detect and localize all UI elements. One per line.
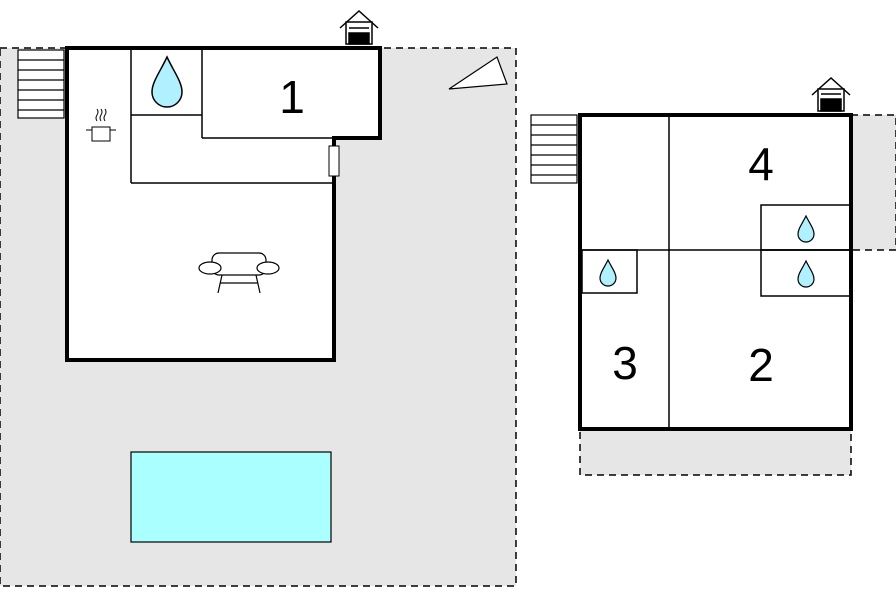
- room-label-1: 1: [279, 71, 305, 123]
- stairs-icon: [17, 49, 65, 119]
- water-drop-icon: [797, 259, 815, 288]
- room-label-3: 3: [612, 337, 638, 389]
- terrace-right-side: [850, 114, 896, 251]
- right-building: 4 3 2: [530, 76, 896, 476]
- compass-triangle-icon: [448, 56, 508, 90]
- terrace-right-bottom: [579, 428, 852, 476]
- kitchen-pot-icon: [86, 108, 116, 142]
- left-building: 1: [0, 9, 517, 587]
- outer-walls-right: [578, 113, 853, 431]
- water-drop-icon: [797, 214, 815, 243]
- water-drop-icon: [599, 258, 617, 287]
- water-drop-icon: [151, 55, 183, 108]
- outer-walls-left: [65, 46, 382, 362]
- sofa-icon: [198, 252, 280, 294]
- inner-walls-right: [580, 115, 852, 429]
- door-icon: [328, 145, 340, 177]
- room-label-4: 4: [748, 138, 774, 190]
- pool-icon: [130, 451, 332, 543]
- entrance-house-icon: [339, 9, 379, 45]
- house-floor-left: [67, 48, 380, 360]
- room-label-2: 2: [748, 339, 774, 391]
- stairs-icon: [530, 114, 578, 184]
- entrance-house-icon: [811, 76, 851, 112]
- inner-walls-left: [130, 48, 334, 184]
